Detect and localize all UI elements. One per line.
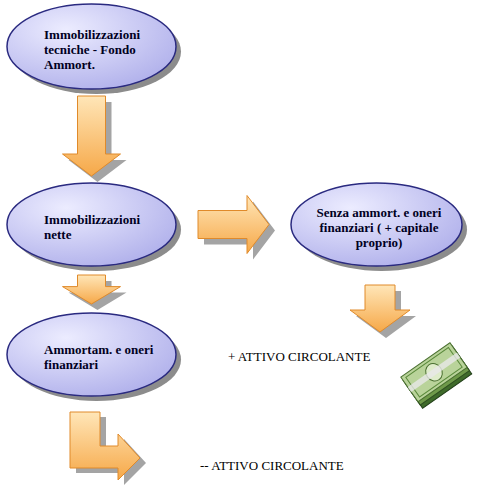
node-text-area: Immobilizzazioni nette	[44, 182, 156, 272]
node-text-group: Immobilizzazioni nette	[44, 212, 156, 242]
text-label: + ATTIVO CIRCOLANTE	[228, 349, 370, 364]
block-arrow-connector	[63, 275, 127, 310]
ellipse-node: Ammortam. e oneri finanziari	[6, 312, 182, 402]
banknote-border	[406, 348, 462, 397]
block-arrow-connector	[198, 196, 275, 260]
banknote-band	[408, 353, 461, 392]
node-text-group: Immobilizzazioni tecniche - Fondo Ammort…	[44, 27, 156, 72]
node-text: Immobilizzazioni tecniche - Fondo Ammort…	[44, 27, 156, 72]
arrow-body	[63, 96, 121, 176]
ellipse-node: Immobilizzazioni nette	[6, 182, 182, 272]
node-text: Senza ammort. e oneri finanziari ( + cap…	[310, 205, 448, 250]
node-text-group: Senza ammort. e oneri finanziari ( + cap…	[310, 205, 448, 250]
node-text-area: Immobilizzazioni tecniche - Fondo Ammort…	[44, 3, 156, 95]
node-text-group: Ammortam. e oneri finanziari	[44, 342, 156, 372]
ellipse-node: Immobilizzazioni tecniche - Fondo Ammort…	[6, 3, 182, 95]
text-label: -- ATTIVO CIRCOLANTE	[200, 458, 344, 473]
node-text-area: Senza ammort. e oneri finanziari ( + cap…	[310, 182, 448, 272]
arrow-body	[70, 412, 140, 480]
block-arrow	[350, 285, 416, 338]
node-text: Immobilizzazioni nette	[44, 212, 156, 242]
ellipse-shape	[7, 183, 176, 266]
ellipse-shape	[7, 313, 176, 396]
node-text: Ammortam. e oneri finanziari	[44, 342, 156, 372]
ellipse-shape	[7, 4, 176, 89]
ellipse-node: Senza ammort. e oneri finanziari ( + cap…	[290, 182, 468, 272]
ellipse-shape	[291, 183, 462, 266]
banknote	[401, 343, 467, 402]
bent-block-arrow	[70, 412, 146, 485]
arrow-body	[198, 196, 269, 254]
arrow-body	[350, 285, 410, 332]
node-text-area: Ammortam. e oneri finanziari	[44, 312, 156, 402]
block-arrow-connector	[63, 96, 127, 182]
money-illustration	[401, 343, 472, 409]
arrow-body	[63, 275, 121, 304]
